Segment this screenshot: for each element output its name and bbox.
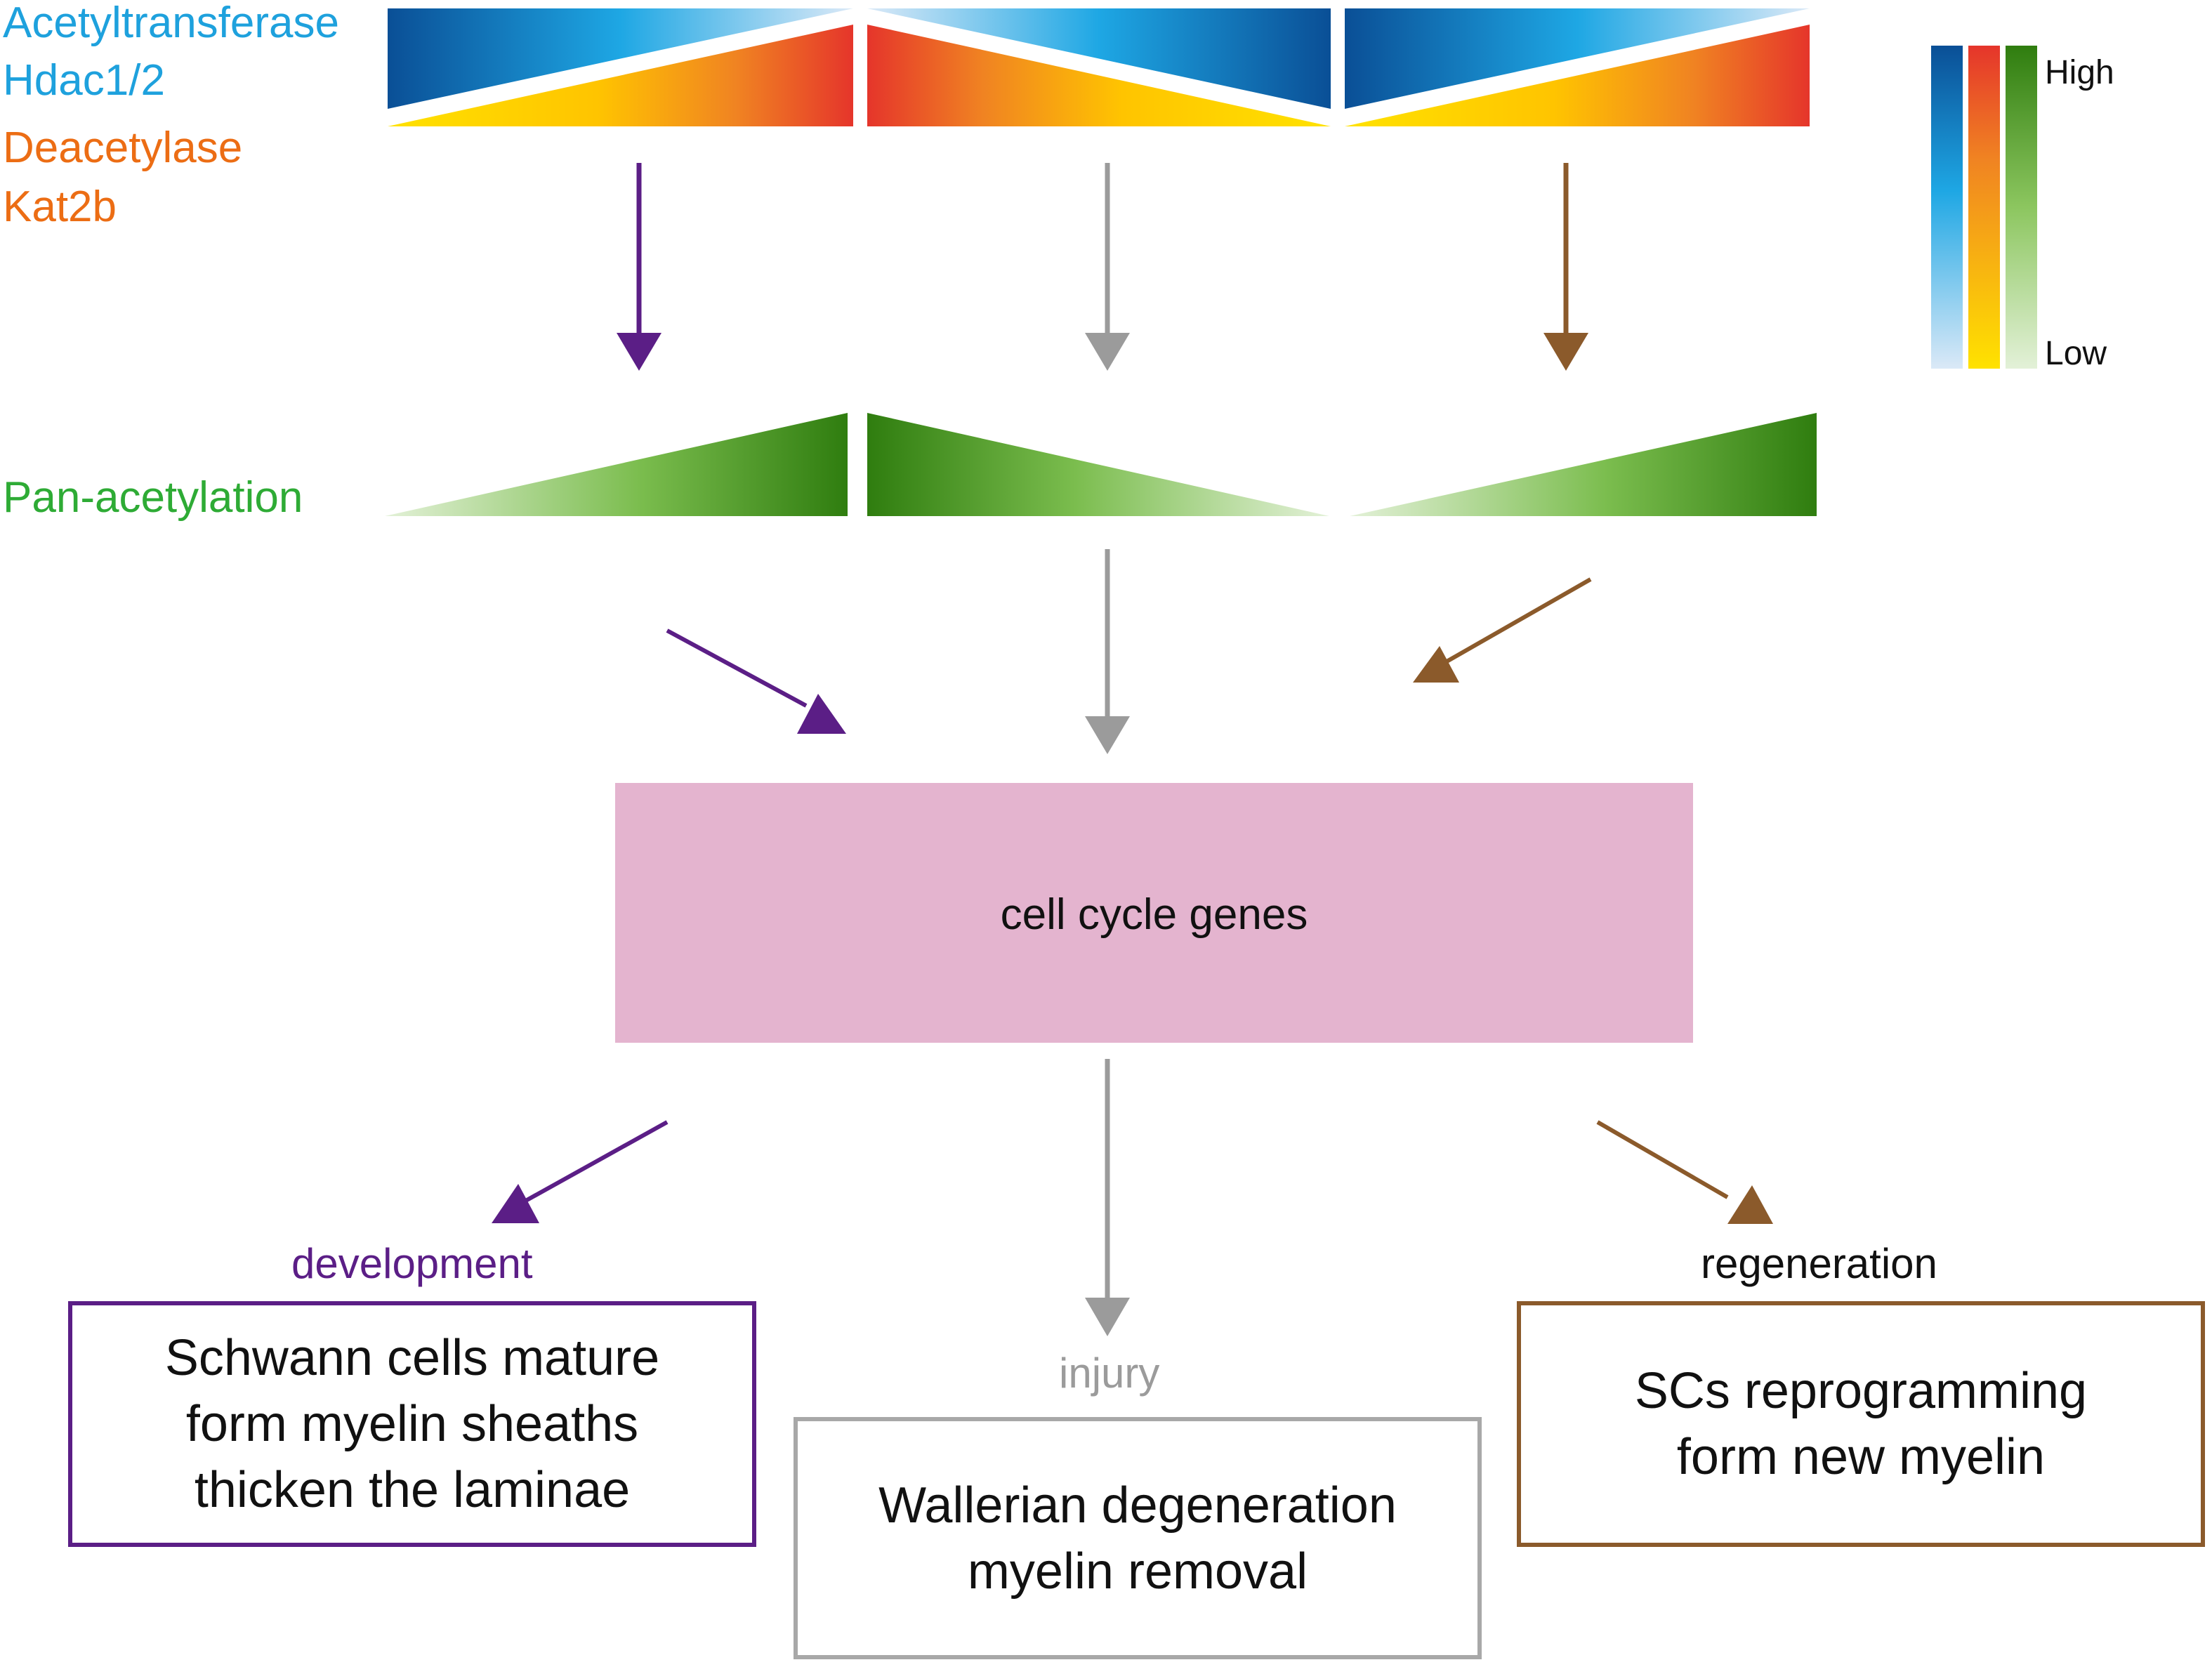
cell-cycle-genes-box: [615, 783, 1693, 1043]
arrow-enzyme-to-acetylation-development: [617, 163, 661, 371]
deacetylase-wedge: [388, 25, 853, 126]
arrow-acetylation-to-genes-regeneration: [1413, 577, 1592, 683]
enzyme-wedge-injury: [867, 8, 1331, 126]
deacetylase-label: Deacetylase: [3, 124, 243, 172]
arrow-acetylation-to-genes-injury: [1085, 549, 1130, 754]
pan-acetylation-wedge-injury: [867, 413, 1329, 516]
arrow-genes-to-injury: [1085, 1059, 1130, 1336]
legend-bar-blue: [1931, 46, 1963, 369]
injury-outcome-box: Wallerian degeneration myelin removal: [794, 1417, 1482, 1659]
legend-high-label: High: [2045, 54, 2114, 91]
pan-acetylation-wedge-regeneration: [1350, 413, 1817, 516]
hdac-label: Hdac1/2: [3, 56, 165, 105]
injury-label: injury: [1059, 1350, 1160, 1397]
kat2b-label: Kat2b: [3, 183, 117, 231]
legend-bar-warm: [1968, 46, 2000, 369]
development-line-2: form myelin sheaths: [185, 1396, 639, 1452]
pan-acetylation-wedge-development: [385, 413, 848, 516]
development-label: development: [291, 1240, 533, 1287]
injury-line-2: myelin removal: [967, 1543, 1308, 1600]
acetyltransferase-label: Acetyltransferase: [3, 0, 339, 47]
arrow-acetylation-to-genes-development: [666, 628, 846, 734]
acetyltransferase-wedge: [388, 8, 853, 109]
arrow-genes-to-development: [492, 1120, 669, 1223]
arrow-genes-to-regeneration: [1596, 1120, 1773, 1224]
legend-low-label: Low: [2045, 335, 2107, 372]
cell-cycle-genes-label: cell cycle genes: [1000, 890, 1308, 939]
arrow-enzyme-to-acetylation-injury: [1085, 163, 1130, 371]
enzyme-wedge-regeneration: [1345, 8, 1810, 126]
legend-bar-green: [2006, 46, 2037, 369]
injury-line-1: Wallerian degeneration: [878, 1477, 1397, 1534]
enzyme-wedge-development: [388, 8, 853, 126]
pan-acetylation-label: Pan-acetylation: [3, 473, 303, 522]
regeneration-line-1: SCs reprogramming: [1634, 1363, 2088, 1419]
regeneration-label: regeneration: [1701, 1240, 1937, 1287]
legend-color-scale: [1931, 46, 2037, 369]
deacetylase-wedge: [867, 25, 1331, 126]
arrow-enzyme-to-acetylation-regeneration: [1543, 163, 1588, 371]
development-outcome-box: Schwann cells mature form myelin sheaths…: [68, 1301, 756, 1547]
deacetylase-wedge: [1345, 25, 1810, 126]
acetyltransferase-wedge: [867, 8, 1331, 109]
regeneration-line-2: form new myelin: [1676, 1429, 2046, 1485]
development-line-1: Schwann cells mature: [164, 1330, 660, 1386]
development-line-3: thicken the laminae: [194, 1462, 631, 1518]
regeneration-outcome-box: SCs reprogramming form new myelin: [1517, 1301, 2205, 1547]
acetyltransferase-wedge: [1345, 8, 1810, 109]
